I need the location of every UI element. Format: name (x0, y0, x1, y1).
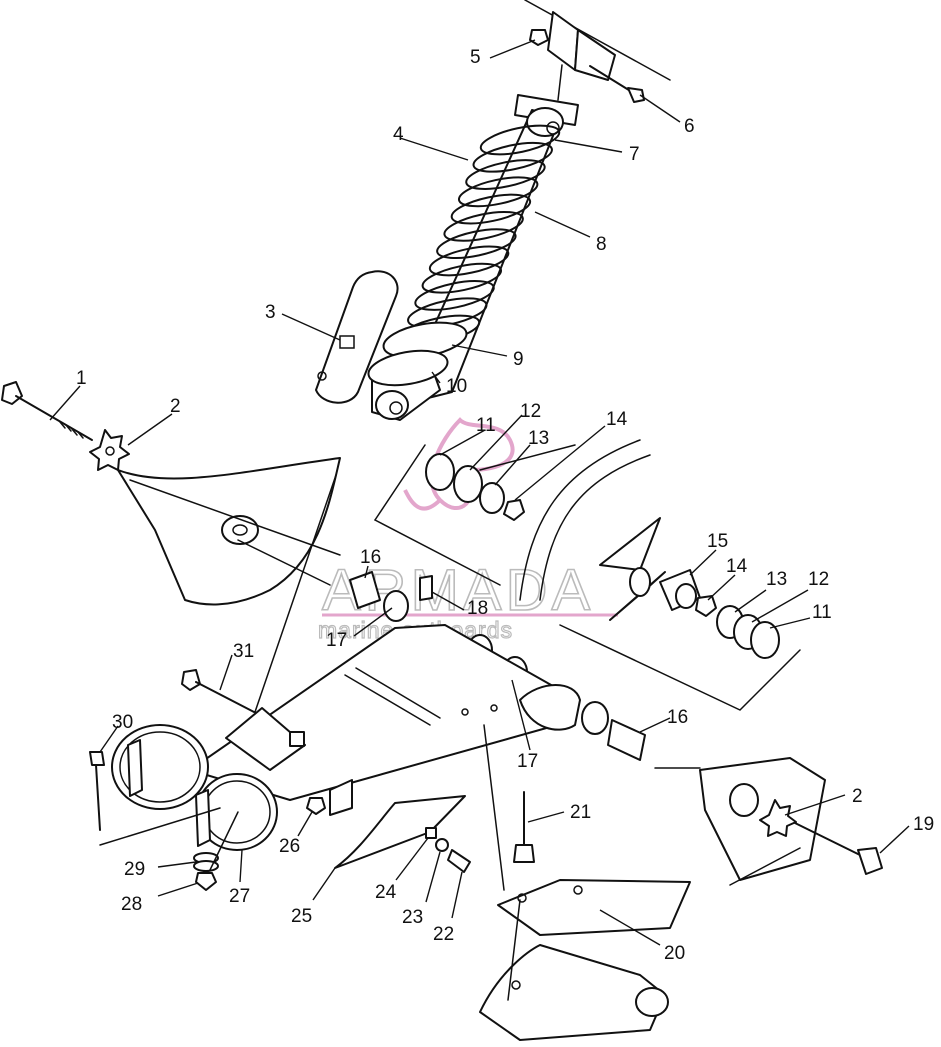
callout-18: 18 (467, 598, 488, 619)
callout-26: 26 (279, 836, 300, 857)
callout-labels: 1 2 2 3 4 5 6 7 8 9 10 11 11 12 12 13 13… (76, 47, 934, 964)
callout-8: 8 (596, 234, 607, 255)
bracket-20 (497, 879, 691, 936)
bolt-1 (1, 381, 93, 441)
nut-28 (195, 872, 217, 891)
shock-reservoir-3 (315, 270, 399, 404)
callout-30: 30 (112, 712, 133, 733)
callout-6: 6 (684, 116, 695, 137)
callout-10: 10 (446, 376, 467, 397)
spring-coil-loop (428, 245, 510, 277)
callout-4: 4 (393, 124, 404, 145)
callout-5: 5 (470, 47, 481, 68)
callout-23: 23 (402, 907, 423, 928)
callout-16: 16 (360, 547, 381, 568)
alignment-lines (129, 474, 801, 1001)
callout-7: 7 (629, 144, 640, 165)
spring-coil-loop (450, 193, 532, 225)
bolt-21 (513, 791, 535, 863)
left-side-plate (117, 457, 341, 606)
star-washer-2-left (89, 429, 130, 471)
spring-coil-loop (465, 159, 546, 190)
washers-29 (193, 852, 219, 872)
spring-coil-loop (414, 280, 495, 311)
spring-coil-loop (479, 124, 561, 156)
mount-bracket-31 (225, 707, 306, 771)
spring-seat-10 (367, 349, 449, 387)
callout-1: 1 (76, 368, 87, 389)
spring-coil-loop (436, 228, 517, 260)
hardware-stack-right (559, 517, 801, 711)
spring-coil-loop (421, 262, 503, 294)
callout-13: 13 (528, 428, 549, 449)
callout-15: 15 (707, 531, 728, 552)
upper-mount-bracket (514, 0, 671, 126)
callout-2: 2 (170, 396, 181, 417)
bolt-6 (589, 65, 645, 103)
callout-31: 31 (233, 641, 254, 662)
nut-26 (306, 797, 326, 815)
callout-28: 28 (121, 894, 142, 915)
callout-2: 2 (852, 786, 863, 807)
bolt-31 (181, 669, 255, 713)
callout-17: 17 (517, 751, 538, 772)
callout-20: 20 (664, 943, 685, 964)
callout-12: 12 (808, 569, 829, 590)
callout-22: 22 (433, 924, 454, 945)
callout-11: 11 (812, 602, 832, 623)
callout-25: 25 (291, 906, 312, 927)
callout-19: 19 (913, 814, 934, 835)
callout-14: 14 (726, 556, 748, 577)
callout-11: 11 (476, 415, 496, 436)
star-washer-2-right (759, 799, 797, 837)
leader-lines (49, 39, 910, 946)
nut-5 (529, 29, 549, 46)
callout-12: 12 (520, 401, 541, 422)
callout-3: 3 (265, 302, 276, 323)
lower-mount (479, 944, 669, 1041)
callout-24: 24 (375, 882, 397, 903)
spring-coil-loop (443, 210, 524, 242)
callout-13: 13 (766, 569, 787, 590)
callout-21: 21 (570, 802, 591, 823)
spring-coil-loop (472, 141, 553, 173)
skid-plate-25 (329, 779, 466, 869)
callout-9: 9 (513, 349, 524, 370)
callout-29: 29 (124, 859, 145, 880)
callout-27: 27 (229, 886, 250, 907)
right-frame (374, 439, 651, 601)
fasteners-22-24 (425, 827, 471, 873)
hardware-stack-center (425, 453, 525, 521)
callout-17: 17 (326, 630, 347, 651)
spring-coil-loop (457, 176, 539, 208)
callout-16: 16 (667, 707, 688, 728)
callout-14: 14 (606, 409, 628, 430)
bolt-19 (794, 822, 883, 875)
bolt-30 (89, 751, 105, 831)
clamp-rings-27 (111, 724, 278, 851)
